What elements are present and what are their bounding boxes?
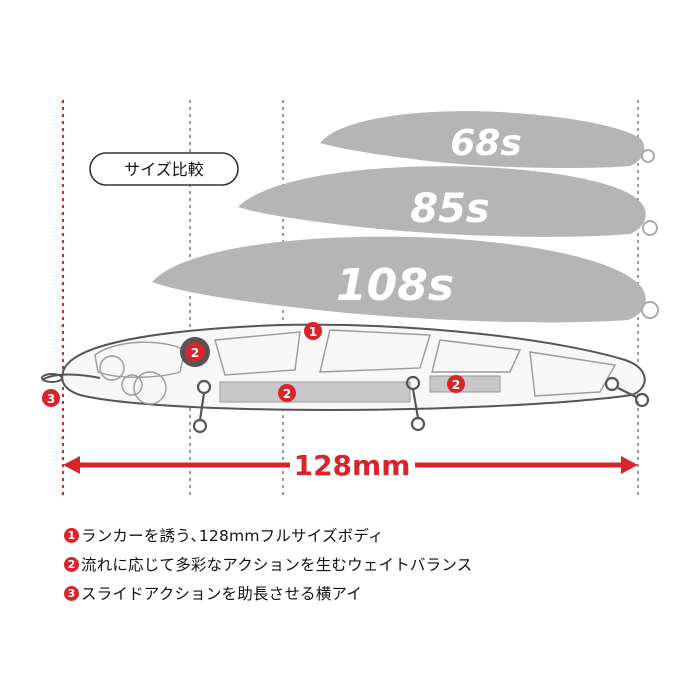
silhouette-68s: 68s <box>320 111 655 168</box>
marker-2b: 2 <box>278 384 296 402</box>
feature-note-1: 1 ランカーを誘う､128mmフルサイズボディ <box>64 524 384 546</box>
marker-2a-number: 2 <box>191 346 199 360</box>
marker-2b-number: 2 <box>283 387 291 401</box>
marker-2c: 2 <box>447 375 465 393</box>
note-2-text: 流れに応じて多彩なアクションを生むウェイトバランス <box>81 556 473 574</box>
size-label-108s: 108s <box>336 260 454 311</box>
length-dimension: 128mm <box>63 449 638 482</box>
marker-2a: 2 <box>180 337 210 367</box>
marker-1-number: 1 <box>309 325 317 339</box>
note-3-text: スライドアクションを助長させる横アイ <box>81 585 363 603</box>
silhouette-85s: 85s <box>238 166 658 237</box>
marker-3: 3 <box>42 389 60 407</box>
silhouette-108s: 108s <box>152 236 659 323</box>
size-label-85s: 85s <box>410 186 489 232</box>
size-label-68s: 68s <box>450 123 522 164</box>
note-3-number: 3 <box>64 585 79 601</box>
marker-2c-number: 2 <box>452 378 460 392</box>
marker-1: 1 <box>304 322 322 340</box>
arrow-head-left <box>63 456 80 474</box>
feature-note-2: 2 流れに応じて多彩なアクションを生むウェイトバランス <box>64 553 472 575</box>
feature-note-3: 3 スライドアクションを助長させる横アイ <box>64 582 362 604</box>
note-2-number: 2 <box>64 556 79 572</box>
badge-label: サイズ比較 <box>124 160 204 179</box>
lure-128mm-body <box>41 323 650 434</box>
length-label: 128mm <box>294 449 411 482</box>
note-1-text: ランカーを誘う､128mmフルサイズボディ <box>81 527 384 545</box>
arrow-head-right <box>621 456 638 474</box>
note-1-number: 1 <box>64 527 79 543</box>
marker-3-number: 3 <box>47 392 55 406</box>
size-compare-badge: サイズ比較 <box>89 152 239 186</box>
